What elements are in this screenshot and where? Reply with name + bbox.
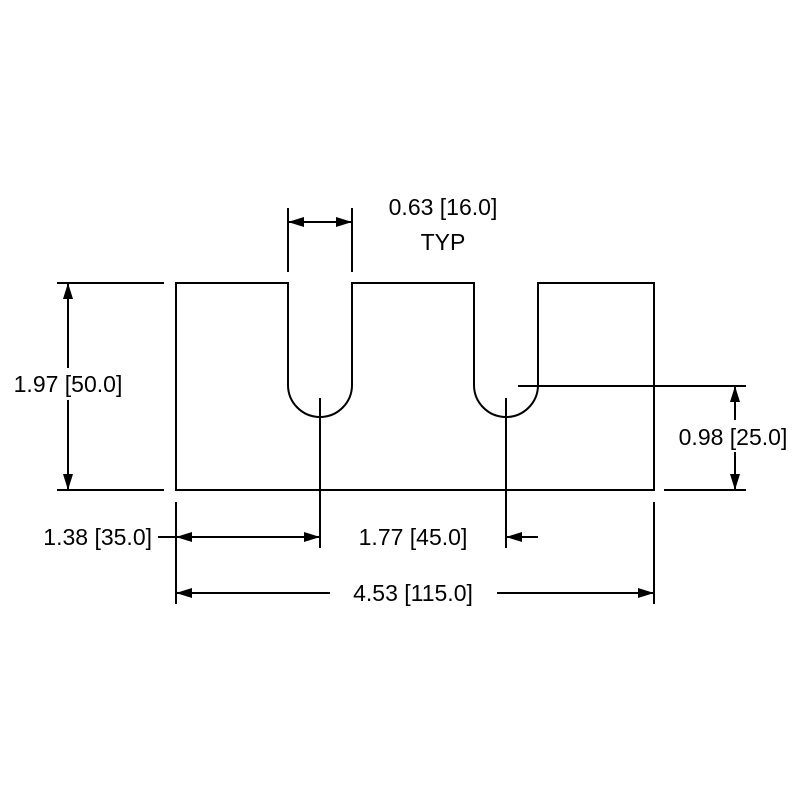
total-height-dimension: 1.97 [50.0]	[2, 282, 164, 491]
slot-width-typ-note: TYP	[421, 229, 466, 255]
total-height-label: 1.97 [50.0]	[14, 371, 123, 397]
total-width-dimension: 4.53 [115.0]	[176, 580, 654, 606]
slot-pitch-dimension: 1.77 [45.0]	[359, 524, 538, 550]
first-slot-offset-label: 1.38 [35.0]	[43, 524, 152, 550]
slot-width-label: 0.63 [16.0]	[389, 194, 498, 220]
slot-depth-label: 0.98 [25.0]	[679, 424, 788, 450]
part-outline	[175, 282, 655, 491]
first-slot-offset-dimension: 1.38 [35.0]	[43, 524, 320, 550]
slot-depth-dimension: 0.98 [25.0]	[518, 385, 800, 491]
slot-pitch-label: 1.77 [45.0]	[359, 524, 468, 550]
total-width-label: 4.53 [115.0]	[353, 580, 473, 606]
slot-width-dimension: 0.63 [16.0] TYP	[287, 194, 498, 272]
